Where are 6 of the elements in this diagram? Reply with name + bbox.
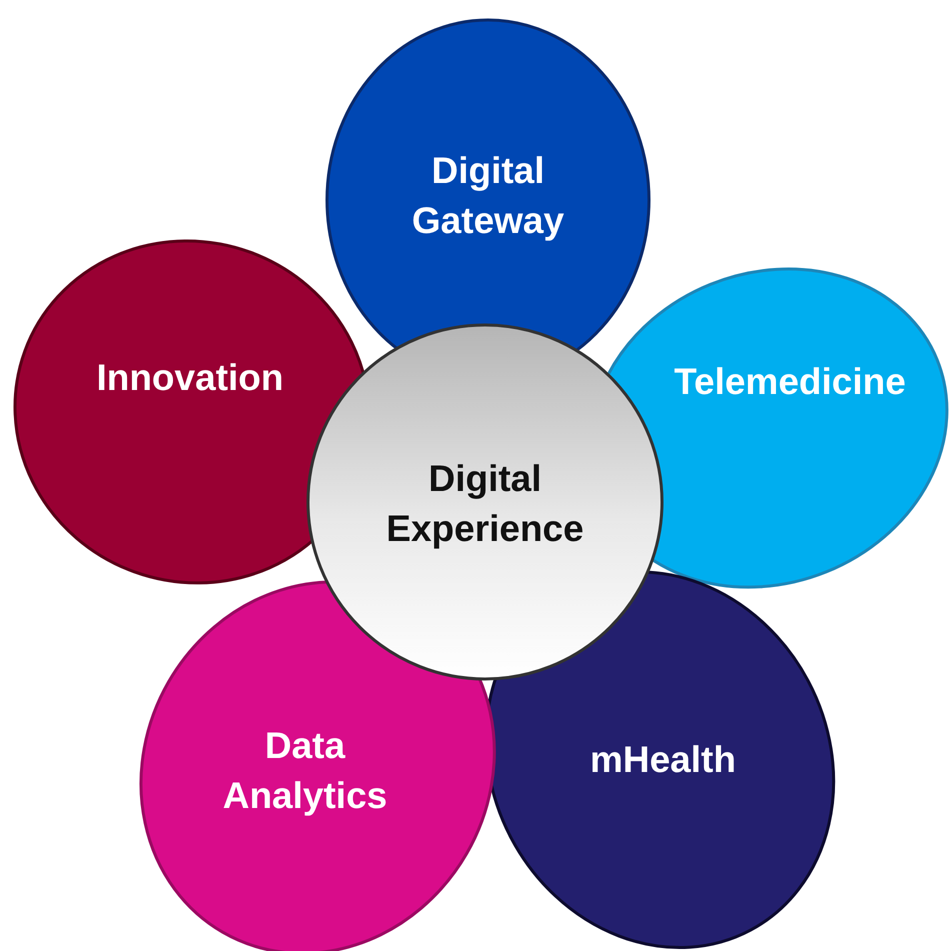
petal-label: Data Analytics — [222, 724, 388, 818]
petal-label: Telemedicine — [673, 360, 907, 404]
petal-label: Digital Gateway — [410, 149, 566, 243]
petal-label: Innovation — [95, 356, 284, 400]
center-label: Digital Experience — [385, 457, 585, 551]
petal-label: mHealth — [588, 738, 737, 782]
